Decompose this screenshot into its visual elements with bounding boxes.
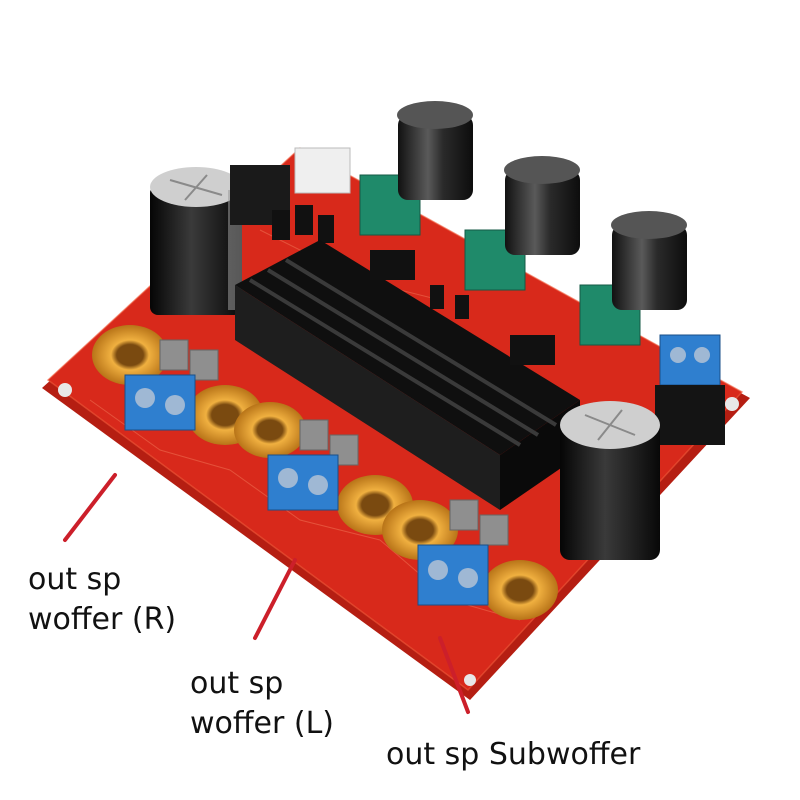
heatsink-icon: [235, 240, 580, 510]
electrolytic-capacitor-icon: [560, 401, 660, 560]
ic-chip: [370, 250, 555, 365]
label-woofer-right-line1: out sp: [28, 562, 122, 597]
label-woofer-left-line1: out sp: [190, 666, 284, 701]
small-capacitors: [272, 205, 469, 319]
label-subwoofer-line1: out sp Subwoffer: [386, 737, 641, 772]
label-subwoofer: out sp Subwoffer: [386, 735, 640, 775]
label-woofer-left: out sp woffer (L): [190, 664, 334, 744]
pointer-woofer-left: [253, 558, 297, 640]
label-woofer-right: out sp woffer (R): [28, 560, 176, 640]
potentiometer-knob-icon[interactable]: [464, 156, 580, 291]
film-capacitors: [159, 339, 509, 546]
dc-jack: [655, 385, 725, 445]
potentiometer-knob-icon[interactable]: [359, 101, 473, 236]
electrolytic-capacitor-icon: [150, 167, 242, 315]
potentiometer-knob-icon[interactable]: [579, 211, 687, 346]
screw-terminal-left: [267, 454, 339, 511]
label-woofer-right-line2: woffer (R): [28, 602, 177, 637]
screw-terminal-icon: [659, 334, 721, 386]
pointer-lines: [63, 473, 470, 714]
toroid-inductor-icon: [92, 325, 558, 620]
screw-terminal-subwoofer: [417, 544, 489, 606]
pointer-woofer-right: [63, 473, 117, 542]
screw-terminal-right: [124, 374, 196, 431]
pointer-subwoofer: [438, 636, 470, 714]
mounting-hole: [58, 383, 739, 686]
label-woofer-left-line2: woffer (L): [190, 706, 335, 741]
